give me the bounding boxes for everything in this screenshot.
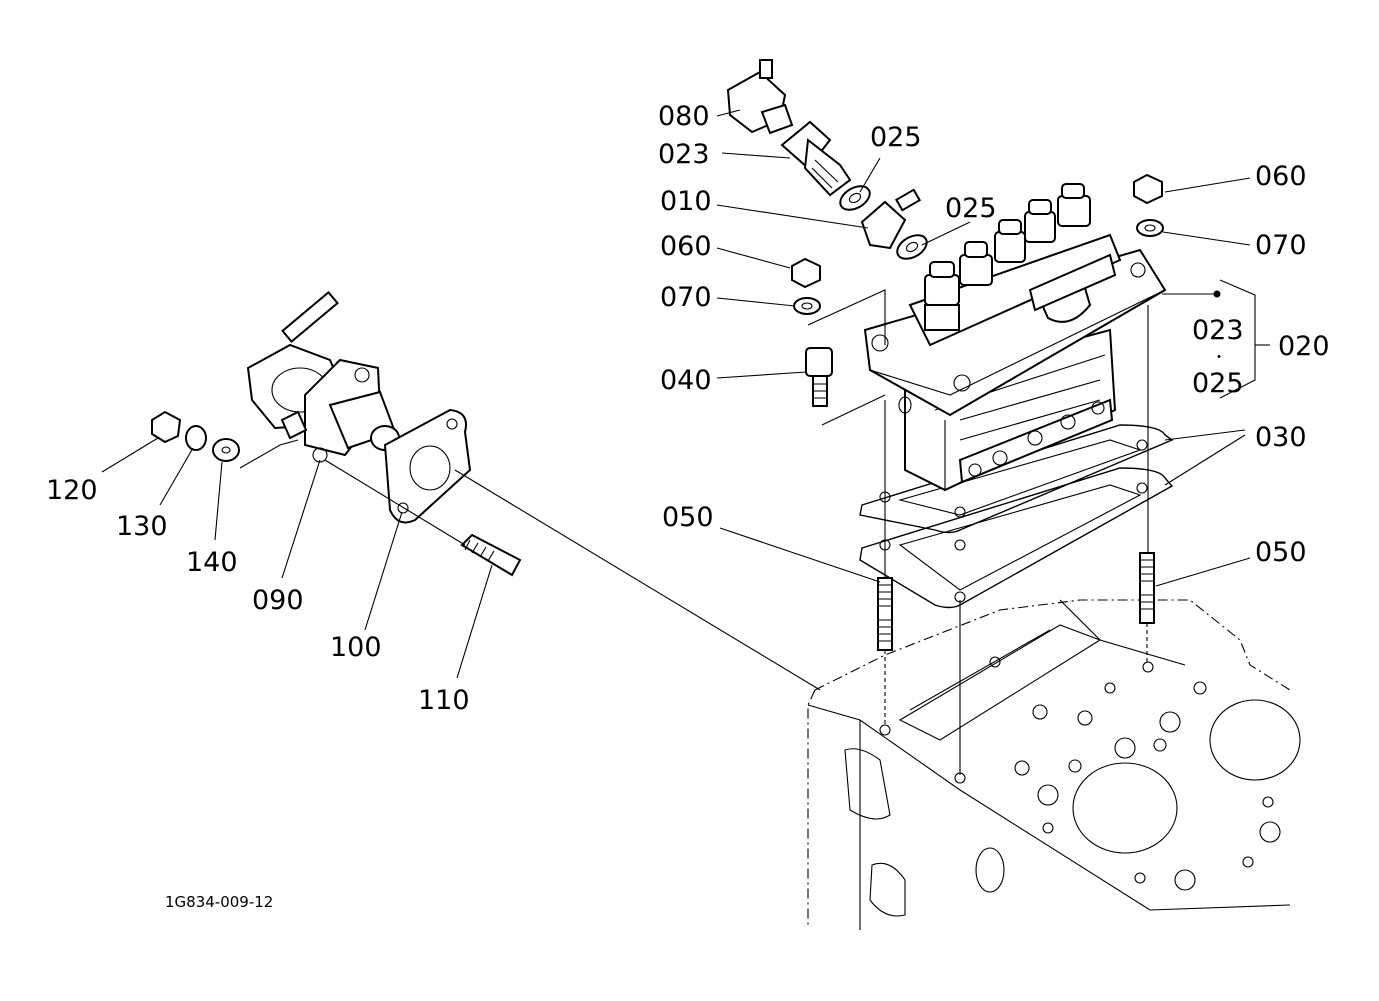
callout-080: 080 [658, 101, 710, 132]
fitting-080 [726, 59, 794, 135]
callout-025: 025 [945, 193, 997, 224]
callout-090: 090 [252, 585, 304, 616]
callout-040: 040 [660, 365, 712, 396]
callout-110: 110 [418, 685, 470, 716]
callout-070: 070 [660, 282, 712, 313]
nut-060-right [1133, 173, 1163, 205]
leader-bracket-070-040 [807, 289, 886, 345]
callout-070: 070 [1255, 230, 1307, 261]
leader-pump-washer-link [239, 439, 299, 469]
nut-120 [151, 410, 182, 444]
leader-lines [101, 109, 1270, 679]
delivery-valve-2 [959, 241, 993, 286]
stud-110 [460, 533, 522, 577]
callout-120: 120 [46, 475, 98, 506]
washer-070-left [793, 297, 821, 315]
callout-025: 025 [1192, 368, 1244, 399]
lock-washer-130 [185, 425, 207, 451]
callout-050: 050 [662, 502, 714, 533]
drawing-id: 1G834-009-12 [165, 893, 273, 911]
delivery-valve-5 [1057, 183, 1091, 227]
gasket-100 [383, 408, 472, 524]
delivery-valve-3 [994, 219, 1026, 263]
callout-020: 020 [1278, 331, 1330, 362]
assembly-line-090-110 [324, 459, 466, 546]
callout-030: 030 [1255, 422, 1307, 453]
assembly-line-100-block [454, 469, 821, 691]
delivery-valve-4 [1024, 199, 1056, 243]
group-separator: ・ [1212, 350, 1226, 366]
washer-025-a [839, 185, 871, 211]
callout-023: 023 [1192, 315, 1244, 346]
delivery-valve-1 [924, 261, 960, 331]
callout-130: 130 [116, 511, 168, 542]
callout-023: 023 [658, 139, 710, 170]
bolt-040 [805, 347, 833, 407]
stud-bolt-050-left [877, 577, 893, 651]
nut-060-left [791, 257, 821, 289]
delivery-valve-holders [924, 183, 1091, 331]
banjo-bolt-023 [780, 120, 852, 197]
callout-140: 140 [186, 547, 238, 578]
washer-025-b [896, 234, 928, 260]
washer-140 [212, 438, 240, 462]
stud-bolt-050-right [1139, 552, 1155, 624]
washer-070-right [1136, 219, 1164, 237]
injection-pump-assembly [863, 233, 1167, 492]
callout-010: 010 [660, 186, 712, 217]
alignment-lines [884, 305, 1149, 775]
engine-block [807, 599, 1301, 930]
fitting-010 [860, 188, 922, 250]
callout-025: 025 [870, 122, 922, 153]
gasket-030 [859, 424, 1174, 609]
fuel-feed-pump-090 [246, 290, 400, 463]
callout-050: 050 [1255, 537, 1307, 568]
callout-060: 060 [1255, 161, 1307, 192]
leader-bracket-040-bottom [821, 394, 886, 426]
callout-060: 060 [660, 231, 712, 262]
callout-100: 100 [330, 632, 382, 663]
